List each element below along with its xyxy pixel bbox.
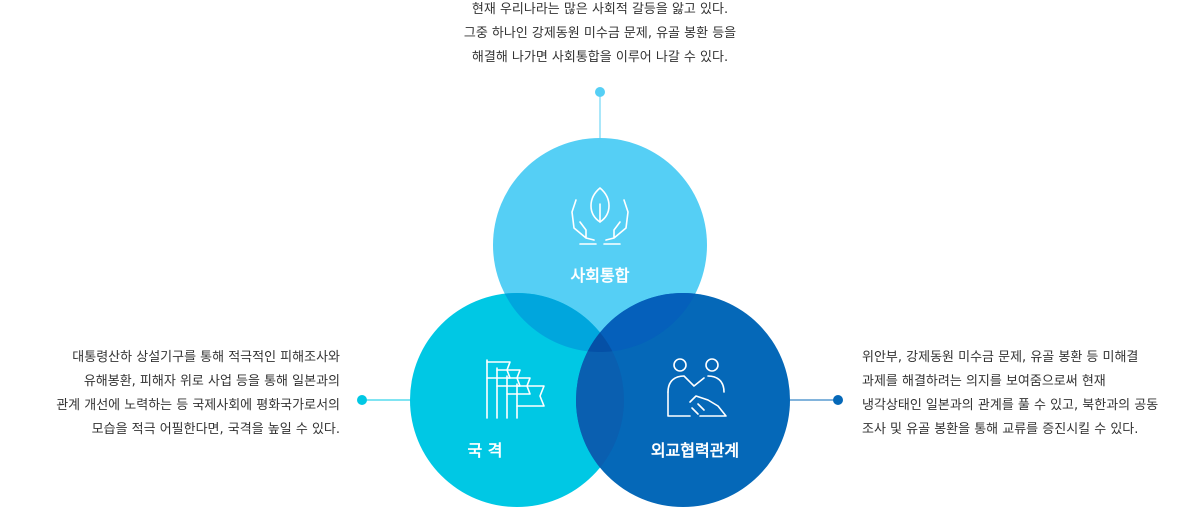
description-line: 모습을 적극 어필한다면, 국격을 높일 수 있다. (91, 422, 340, 437)
description-line: 해결해 나가면 사회통합을 이루어 나갈 수 있다. (471, 50, 729, 65)
description-line: 관계 개선에 노력하는 등 국제사회에 평화국가로서의 (56, 398, 340, 413)
description-line: 현재 우리나라는 많은 사회적 갈등을 앓고 있다. (471, 2, 729, 17)
diplomacy-label: 외교협력관계 (650, 441, 740, 460)
hands-sprout-icon (571, 187, 629, 245)
diplomacy-description: 위안부, 강제동원 미수금 문제, 유골 봉환 등 미해결 과제를 해결하려는 … (862, 346, 1158, 442)
description-line: 과제를 해결하려는 의지를 보여줌으로써 현재 (862, 374, 1106, 389)
description-line: 냉각상태인 일본과의 관계를 풀 수 있고, 북한과의 공동 (862, 398, 1159, 413)
national-prestige-description: 대통령산하 상설기구를 통해 적극적인 피해조사와 유해봉환, 피해자 위로 사… (56, 346, 340, 442)
description-line: 유해봉환, 피해자 위로 사업 등을 통해 일본과의 (83, 374, 340, 389)
connector-dot-top (595, 87, 605, 97)
description-line: 그중 하나인 강제동원 미수금 문제, 유골 봉환 등을 (463, 26, 737, 41)
description-line: 위안부, 강제동원 미수금 문제, 유골 봉환 등 미해결 (862, 350, 1139, 365)
people-handshake-icon (667, 358, 727, 417)
social-integration-description: 현재 우리나라는 많은 사회적 갈등을 앓고 있다. 그중 하나인 강제동원 미… (300, 0, 900, 70)
social-integration-label: 사회통합 (570, 266, 630, 285)
flags-icon (486, 359, 545, 419)
overlap-social-diplomacy (576, 293, 707, 352)
connector-dot-right (833, 395, 843, 405)
national-prestige-label: 국 격 (467, 441, 503, 460)
connector-dot-left (357, 395, 367, 405)
overlap-social-nation (493, 293, 624, 352)
description-line: 조사 및 유골 봉환을 통해 교류를 증진시킬 수 있다. (862, 422, 1139, 437)
description-line: 대통령산하 상설기구를 통해 적극적인 피해조사와 (72, 350, 340, 365)
